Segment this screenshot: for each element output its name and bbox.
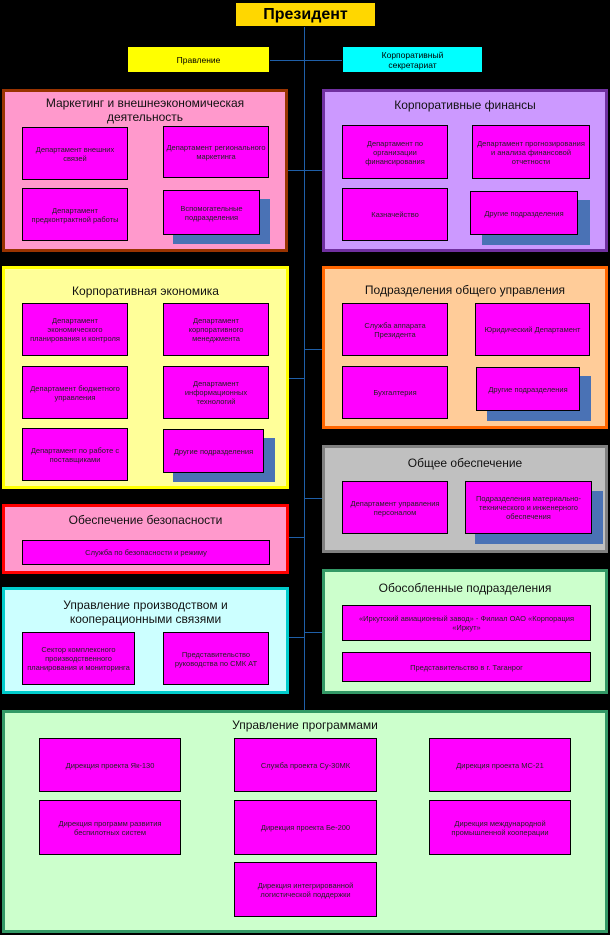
dept-be200-project: Дирекция проекта Бе-200 — [234, 800, 377, 855]
dept-precontract-work: Департамент предконтрактной работы — [22, 188, 128, 241]
dept-regional-marketing: Департамент регионального маркетинга — [163, 126, 269, 178]
group-finance-title: Корпоративные финансы — [394, 98, 536, 112]
group-program-management-title: Управление программами — [232, 718, 378, 732]
dept-treasury: Казначейство — [342, 188, 448, 241]
dept-external-relations: Департамент внешних связей — [22, 127, 128, 180]
group-separate-divisions-title: Обособленные подразделения — [378, 581, 552, 595]
dept-international-cooperation: Дирекция международной промышленной кооп… — [429, 800, 571, 855]
group-production-title: Управление производством и кооперационны… — [63, 598, 228, 626]
dept-president-office: Служба аппарата Президента — [342, 303, 448, 356]
dept-financing-organization: Департамент по организации финансировани… — [342, 125, 448, 179]
group-general-management-title: Подразделения общего управления — [364, 283, 566, 297]
economy-connector — [289, 378, 304, 379]
secretariat-box: Корпоративный секретариат — [342, 46, 483, 73]
dept-supplier-relations: Департамент по работе с поставщиками — [22, 428, 128, 481]
group-general-support-title: Общее обеспечение — [407, 456, 523, 470]
general-mgmt-connector — [305, 349, 322, 350]
dept-security-regime: Служба по безопасности и режиму — [22, 540, 270, 565]
dept-other-units-general: Другие подразделения — [476, 367, 580, 411]
board-connector — [198, 60, 343, 61]
dept-financial-forecasting: Департамент прогнозирования и анализа фи… — [472, 125, 590, 179]
dept-production-planning: Сектор комплексного производственного пл… — [22, 632, 135, 685]
marketing-connector — [287, 170, 304, 171]
finance-connector — [305, 170, 322, 171]
dept-economic-planning: Департамент экономического планирования … — [22, 303, 128, 356]
trunk-line — [304, 27, 305, 710]
dept-auxiliary-units: Вспомогательные подразделения — [163, 190, 260, 235]
group-marketing-title: Маркетинг и внешнеэкономическая деятельн… — [45, 96, 245, 124]
president-label: Президент — [263, 5, 348, 23]
dept-taganrog-representative: Представительство в г. Таганрог — [342, 652, 591, 682]
general-support-connector — [305, 498, 322, 499]
board-box: Правление — [127, 46, 270, 73]
president-box: Президент — [235, 2, 376, 27]
dept-su30mk-project: Служба проекта Су-30МК — [234, 738, 377, 792]
dept-other-units-economy: Другие подразделения — [163, 429, 264, 473]
dept-accounting: Бухгалтерия — [342, 366, 448, 419]
production-connector — [289, 637, 304, 638]
dept-information-technology: Департамент информационных технологий — [163, 366, 269, 419]
secretariat-label: Корпоративный секретариат — [381, 49, 444, 70]
group-economy-title: Корпоративная экономика — [72, 284, 219, 298]
group-security-title: Обеспечение безопасности — [68, 513, 223, 527]
dept-unmanned-systems: Дирекция программ развития беспилотных с… — [39, 800, 181, 855]
dept-legal: Юридический Департамент — [475, 303, 590, 356]
dept-qms-representative: Представительство руководства по СМК АТ — [163, 632, 269, 685]
dept-personnel-management: Департамент управления персоналом — [342, 481, 448, 534]
dept-budget-management: Департамент бюджетного управления — [22, 366, 128, 419]
dept-ms21-project: Дирекция проекта МС-21 — [429, 738, 571, 792]
dept-integrated-logistics: Дирекция интегрированной логистической п… — [234, 862, 377, 917]
dept-yak130-project: Дирекция проекта Як-130 — [39, 738, 181, 792]
separate-connector — [305, 632, 322, 633]
security-connector — [289, 537, 304, 538]
board-label: Правление — [176, 54, 221, 65]
dept-corporate-management: Департамент корпоративного менеджмента — [163, 303, 269, 356]
dept-logistics-engineering: Подразделения материально- технического … — [465, 481, 592, 534]
dept-other-units-finance: Другие подразделения — [470, 191, 578, 235]
dept-irkutsk-aviation-plant: «Иркутский авиационный завод» - Филиал О… — [342, 605, 591, 641]
